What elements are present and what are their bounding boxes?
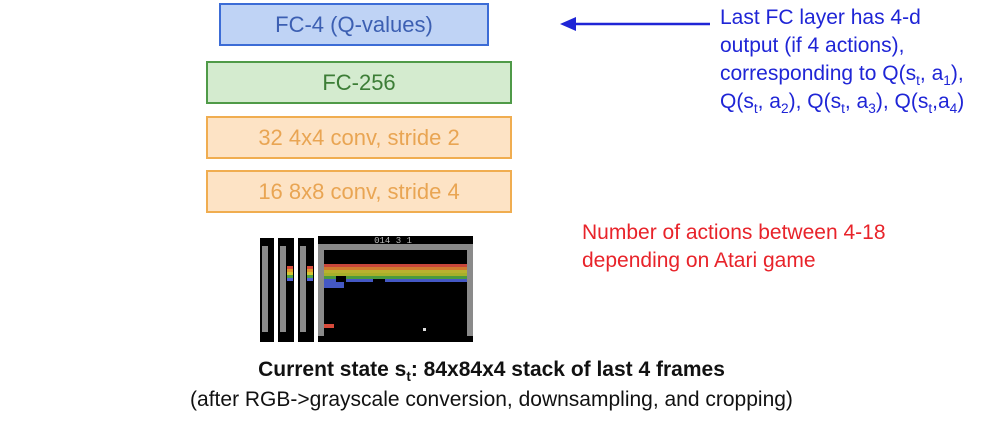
current-state-caption: Current state st: 84x84x4 stack of last … bbox=[258, 358, 725, 384]
fc4-layer-label: FC-4 (Q-values) bbox=[275, 11, 433, 37]
fc256-layer-box: FC-256 bbox=[206, 61, 512, 104]
fc4-layer-box: FC-4 (Q-values) bbox=[219, 3, 489, 46]
fc-output-annotation: Last FC layer has 4-d output (if 4 actio… bbox=[720, 6, 965, 116]
atari-frame-stack: 014 3 1 bbox=[260, 236, 473, 342]
action-count-annotation: Number of actions between 4-18 depending… bbox=[582, 221, 886, 272]
preprocessing-caption: (after RGB->grayscale conversion, downsa… bbox=[190, 388, 793, 411]
stacked-frame-back bbox=[260, 238, 274, 342]
conv2-layer-label: 32 4x4 conv, stride 2 bbox=[258, 124, 460, 150]
conv1-layer-label: 16 8x8 conv, stride 4 bbox=[258, 178, 460, 204]
stacked-frame-front-2 bbox=[298, 238, 314, 342]
left-arrow-icon bbox=[560, 17, 710, 31]
fc256-layer-label: FC-256 bbox=[322, 69, 396, 95]
ball bbox=[423, 328, 426, 331]
conv2-layer-box: 32 4x4 conv, stride 2 bbox=[206, 116, 512, 159]
game-score: 014 3 1 bbox=[374, 236, 412, 246]
conv1-layer-box: 16 8x8 conv, stride 4 bbox=[206, 170, 512, 213]
stacked-frame-middle bbox=[278, 238, 294, 342]
current-atari-frame: 014 3 1 bbox=[318, 236, 473, 342]
